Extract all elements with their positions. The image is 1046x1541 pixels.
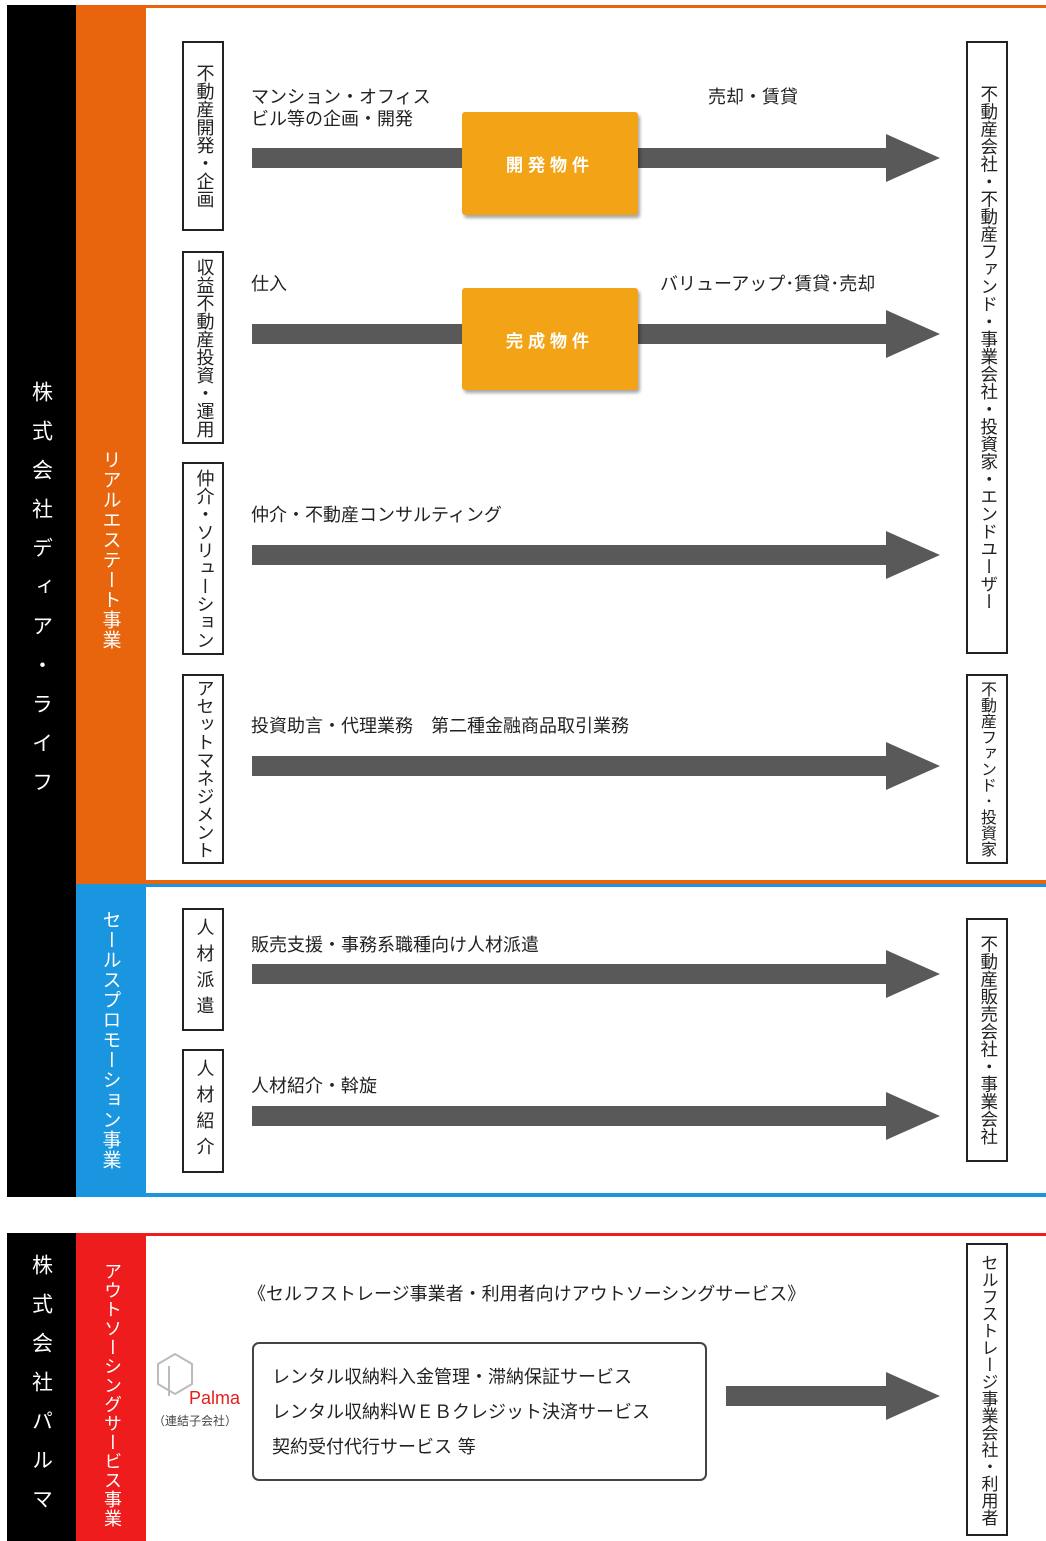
customer-outsourcing: セルフストレージ事業会社・利用者 bbox=[966, 1243, 1008, 1536]
company-name-palma: 株式会社パルマ bbox=[29, 1253, 54, 1527]
sales-division-bar bbox=[76, 884, 146, 1197]
box-completed-property: 完成物件 bbox=[462, 288, 638, 390]
label-development-line1: マンション・オフィス bbox=[251, 87, 431, 108]
hexagon-p-logo-icon bbox=[157, 1352, 193, 1396]
customer-realestate-main: 不動産会社・不動産ファンド・事業会社・投資家・エンドユーザー bbox=[966, 41, 1008, 654]
outsourcing-division-bar bbox=[76, 1233, 146, 1541]
box-development-property: 開発物件 bbox=[462, 112, 638, 215]
service-item: レンタル収納料入金管理・滞納保証サービス bbox=[272, 1367, 632, 1388]
outsourcing-division-label: アウトソーシングサービス事業 bbox=[101, 1261, 122, 1528]
realestate-bottom-border bbox=[146, 880, 1046, 884]
outsourcing-services-box: レンタル収納料入金管理・滞納保証サービス レンタル収納料ＷＥＢクレジット決済サー… bbox=[252, 1342, 707, 1481]
customer-realestate-asset: 不動産ファンド･投資家 bbox=[966, 674, 1008, 864]
category-staff-placement: 人材紹介 bbox=[182, 1049, 224, 1173]
arrow-brokerage bbox=[252, 531, 940, 579]
category-development: 不動産開発・企画 bbox=[182, 41, 224, 231]
arrow-outsourcing bbox=[726, 1372, 940, 1420]
label-brokerage: 仲介・不動産コンサルティング bbox=[251, 505, 502, 526]
service-item: 契約受付代行サービス 等 bbox=[272, 1437, 476, 1458]
label-asset-management: 投資助言・代理業務 第二種金融商品取引業務 bbox=[251, 716, 629, 737]
realestate-division-bar bbox=[76, 5, 146, 884]
label-investment-left: 仕入 bbox=[251, 274, 287, 295]
category-investment: 収益不動産投資・運用 bbox=[182, 251, 224, 444]
palma-logo-name: Palma bbox=[189, 1388, 241, 1408]
arrow-asset-management bbox=[252, 742, 940, 790]
category-asset-management: アセットマネジメント bbox=[182, 674, 224, 864]
company-name-dear-life: 株式会社ディア・ライフ bbox=[29, 380, 54, 810]
label-investment-right: バリューアップ･賃貸･売却 bbox=[660, 274, 876, 295]
outsourcing-top-border bbox=[146, 1233, 1046, 1236]
customer-sales: 不動産販売会社・事業会社 bbox=[966, 918, 1008, 1162]
arrow-staff-placement bbox=[252, 1092, 940, 1140]
realestate-division-label: リアルエステート事業 bbox=[99, 450, 122, 650]
category-staff-dispatch: 人材派遣 bbox=[182, 908, 224, 1031]
palma-logo: Palma （連結子会社） bbox=[153, 1352, 249, 1432]
service-item: レンタル収納料ＷＥＢクレジット決済サービス bbox=[272, 1402, 650, 1423]
realestate-top-border bbox=[146, 5, 1046, 8]
category-brokerage: 仲介・ソリューション bbox=[182, 462, 224, 655]
label-staff-dispatch: 販売支援・事務系職種向け人材派遣 bbox=[251, 935, 539, 956]
palma-logo-caption: （連結子会社） bbox=[153, 1414, 238, 1428]
company-bar-bottom bbox=[7, 1233, 76, 1541]
label-development-right: 売却・賃貸 bbox=[708, 87, 798, 108]
sales-division-label: セールスプロモーション事業 bbox=[99, 910, 122, 1170]
outsourcing-heading: 《セルフストレージ事業者・利用者向けアウトソーシングサービス》 bbox=[248, 1284, 806, 1305]
sales-bottom-border bbox=[146, 1193, 1046, 1197]
company-bar-top bbox=[7, 5, 76, 1197]
label-development-line2: ビル等の企画・開発 bbox=[251, 109, 413, 130]
arrow-staff-dispatch bbox=[252, 950, 940, 998]
sales-top-border bbox=[146, 884, 1046, 887]
label-staff-placement: 人材紹介・斡旋 bbox=[251, 1076, 377, 1097]
